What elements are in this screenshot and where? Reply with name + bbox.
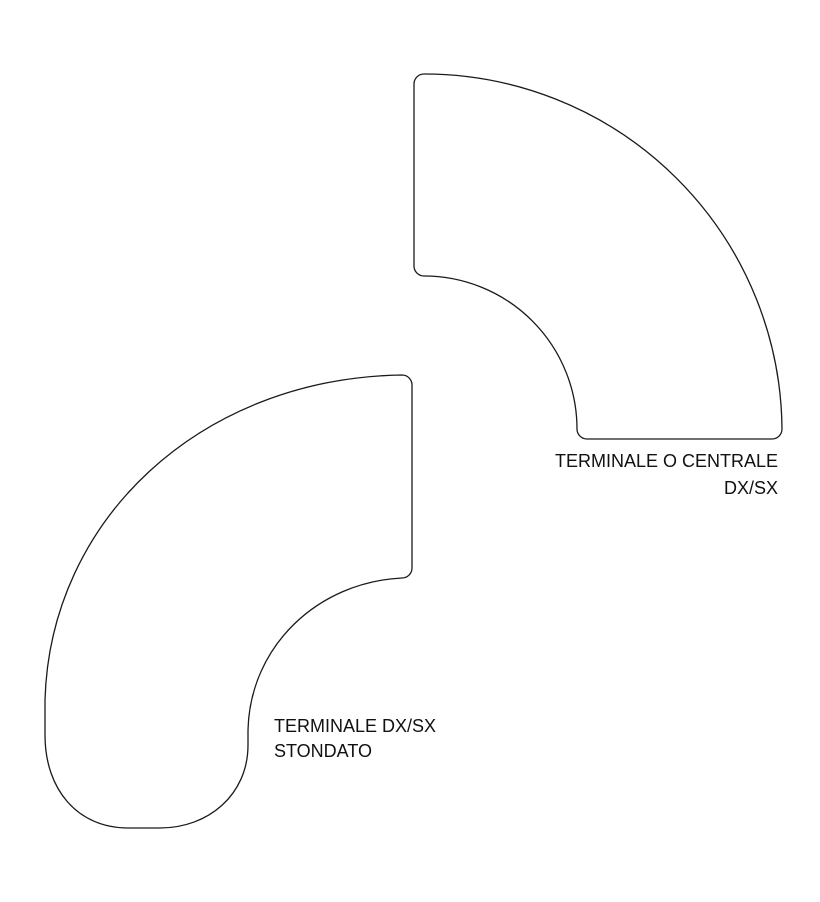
terminale-stondato-label-line-2: STONDATO — [274, 741, 372, 761]
terminale-o-centrale-label-line-2: DX/SX — [724, 478, 778, 498]
terminale-o-centrale-shape-group: TERMINALE O CENTRALE DX/SX — [413, 73, 783, 498]
terminale-o-centrale-outline — [413, 73, 783, 440]
terminale-stondato-label-line-1: TERMINALE DX/SX — [274, 716, 436, 736]
terminale-stondato-shape-group: TERMINALE DX/SX STONDATO — [44, 374, 436, 829]
terminale-stondato-outline — [44, 374, 413, 829]
terminale-o-centrale-label-line-1: TERMINALE O CENTRALE — [555, 451, 778, 471]
